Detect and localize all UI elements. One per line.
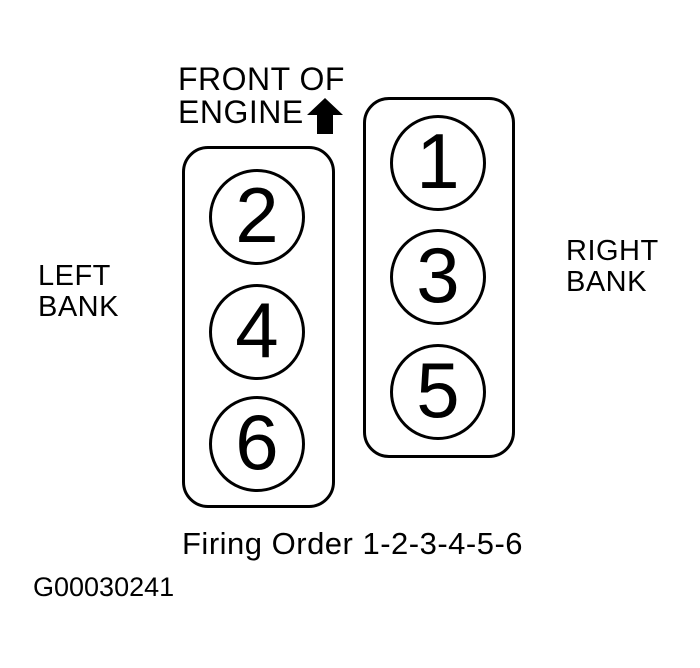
up-arrow-icon [307,98,343,134]
cylinder-1-number: 1 [416,117,460,205]
right-bank-label: RIGHT BANK [566,235,659,298]
cylinder-5-number: 5 [416,346,460,434]
figure-code: G00030241 [33,572,175,602]
cylinder-4: 4 [209,284,305,380]
cylinder-2: 2 [209,169,305,265]
cylinder-2-number: 2 [235,171,279,259]
cylinder-3-number: 3 [416,231,460,319]
cylinder-1: 1 [390,115,486,211]
front-of-engine-label: FRONT OF ENGINE [178,61,345,130]
cylinder-5: 5 [390,344,486,440]
cylinder-6: 6 [209,396,305,492]
cylinder-4-number: 4 [235,286,279,374]
firing-order-caption: Firing Order 1-2-3-4-5-6 [182,526,524,561]
cylinder-3: 3 [390,229,486,325]
left-bank-label: LEFT BANK [38,260,119,323]
cylinder-6-number: 6 [235,398,279,486]
